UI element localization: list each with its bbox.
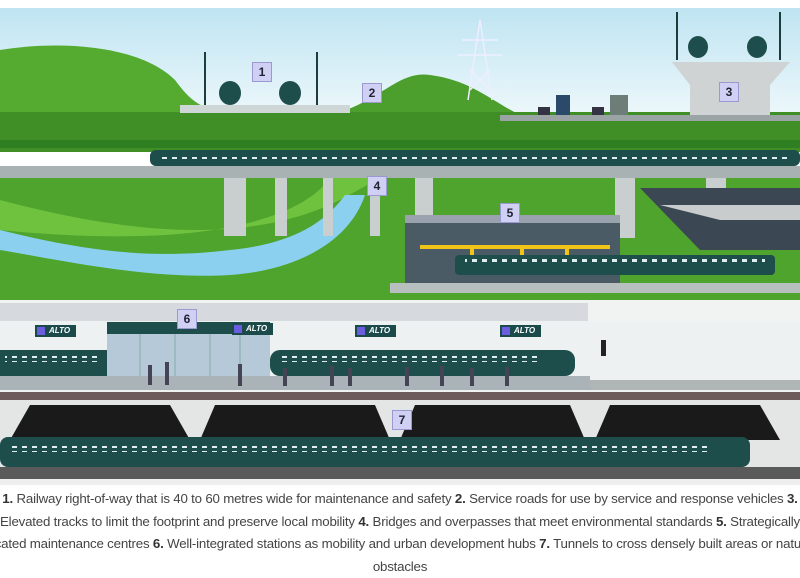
caption-num: 3. <box>786 491 798 506</box>
caption-text: Railway right-of-way that is 40 to 60 me… <box>13 491 455 506</box>
caption-num: 6. <box>152 536 164 551</box>
power-pylon <box>458 19 502 101</box>
train-maintenance <box>455 255 775 275</box>
caption-text: Bridges and overpasses that meet environ… <box>369 513 716 529</box>
label-2: 2 <box>362 83 382 103</box>
caption-num: 1. <box>2 491 13 506</box>
hill-mid <box>340 74 520 118</box>
train-station <box>270 350 575 376</box>
alto-sign: ALTO <box>500 325 542 337</box>
hill-left <box>0 45 230 125</box>
label-4: 4 <box>367 176 387 196</box>
caption-text: Tunnels to cross densely built areas or … <box>372 536 800 574</box>
caption-num: 5. <box>715 513 727 529</box>
illustration-graphic <box>0 8 800 485</box>
caption-num: 4. <box>358 513 370 529</box>
signal-light <box>601 340 606 356</box>
alto-sign: ALTO <box>35 325 77 337</box>
label-7: 7 <box>392 410 412 430</box>
label-6: 6 <box>177 309 197 329</box>
platform-canopy <box>0 303 588 321</box>
caption-text: Elevated tracks to limit the footprint a… <box>0 513 359 529</box>
alto-sign: ALTO <box>355 325 397 337</box>
caption-num: 7. <box>539 536 550 551</box>
label-1: 1 <box>252 62 272 82</box>
platform <box>0 376 590 390</box>
caption-text: Strategically located maintenance centre… <box>0 513 800 552</box>
river <box>0 195 365 276</box>
alto-sign-building: ALTO <box>232 323 274 335</box>
figure-caption: 1. Railway right-of-way that is 40 to 60… <box>0 488 800 578</box>
caption-num: 2. <box>454 491 466 506</box>
viaduct-deck <box>0 166 800 178</box>
label-3: 3 <box>719 82 739 102</box>
rail-infrastructure-illustration: 1 2 3 4 5 6 7 ALTO ALTO ALTO ALTO <box>0 8 800 485</box>
label-5: 5 <box>500 203 520 223</box>
caption-text: Service roads for use by service and res… <box>465 491 787 506</box>
caption-text: Well-integrated stations as mobility and… <box>163 536 540 551</box>
tunnel-arches <box>10 405 780 440</box>
service-road <box>500 115 800 121</box>
